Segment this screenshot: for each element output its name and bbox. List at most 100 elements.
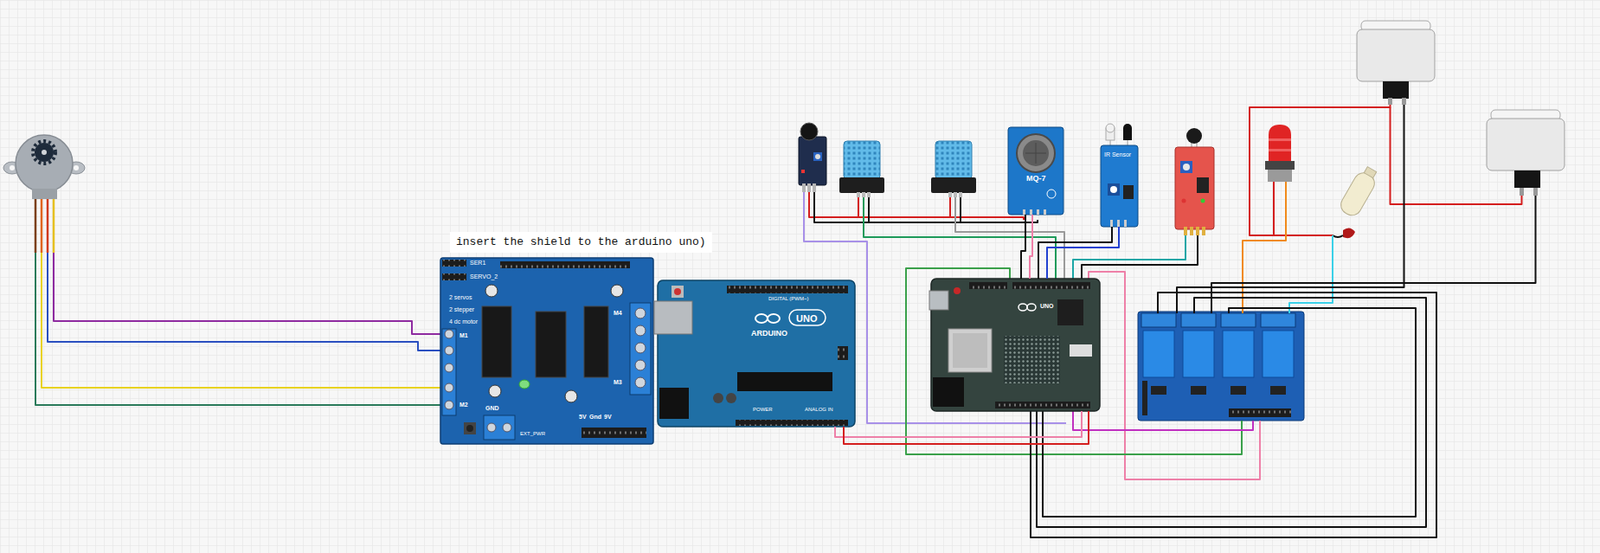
ir-sensor (1100, 145, 1138, 227)
ir-sensor: IR Sensor (1100, 122, 1138, 227)
motor-shield (502, 423, 512, 432)
water-pump (1332, 235, 1343, 238)
beacon-light (1268, 124, 1292, 161)
dht-sensor (839, 141, 885, 198)
relay-module (1150, 385, 1167, 395)
silkscreen-label: 9V (604, 413, 612, 421)
dht-sensor (958, 192, 963, 198)
silkscreen-label: SER1 (469, 259, 486, 267)
motor-shield (584, 306, 609, 378)
motor-shield (565, 390, 578, 403)
sound-sensor (798, 122, 827, 193)
arduino-uno-r4-board (953, 287, 961, 295)
relay-module (1143, 330, 1175, 378)
arduino-uno-board (735, 419, 849, 426)
wire (53, 252, 441, 335)
arduino-uno-board (755, 314, 768, 323)
motor-shield (444, 346, 454, 355)
mq7-gas-sensor (1022, 140, 1049, 167)
arduino-uno-r4-board (931, 278, 1100, 412)
wire (1211, 195, 1536, 314)
wire (1073, 411, 1254, 431)
dht-sensor (931, 141, 977, 198)
push-button (1382, 81, 1409, 99)
motor-shield (519, 379, 530, 389)
silkscreen-label: ANALOG IN (804, 406, 834, 413)
sound-sensor (807, 183, 811, 193)
relay-module (1262, 330, 1294, 378)
stepper-motor (15, 134, 73, 193)
flame-sensor (1182, 163, 1190, 171)
motor-shield (535, 311, 566, 378)
water-pump (1342, 227, 1356, 238)
silkscreen-label: DIGITAL (PWM~) (768, 295, 810, 303)
motor-shield (610, 284, 624, 297)
push-button (1356, 20, 1435, 105)
silkscreen-label: M4 (613, 309, 623, 317)
water-pump (1332, 164, 1382, 238)
silkscreen-label: UNO (1040, 302, 1054, 310)
silkscreen-label: 5V (578, 413, 587, 421)
relay-module (1137, 311, 1305, 421)
wire-connector (835, 411, 1082, 437)
flame-sensor (1186, 128, 1202, 144)
arduino-uno-board (737, 372, 833, 392)
flame-sensor (1175, 128, 1215, 236)
arduino-uno-board (674, 288, 682, 296)
motor-shield: SER1SERVO_22 servos2 stepper4 dc motorM1… (440, 257, 654, 444)
arduino-uno-board (726, 285, 849, 294)
relay-module (1228, 408, 1292, 418)
push-button (1486, 109, 1565, 196)
sound-sensor (815, 154, 821, 160)
beacon-light (1267, 169, 1292, 182)
arduino-uno-board (726, 392, 737, 404)
ir-sensor (1123, 123, 1132, 133)
ir-sensor (1117, 219, 1120, 227)
motor-shield (442, 273, 467, 281)
flame-sensor (1195, 226, 1200, 236)
dht-sensor (856, 192, 861, 198)
motor-shield (635, 359, 646, 371)
wire (857, 197, 860, 218)
arduino-uno-r4-board (1027, 303, 1036, 311)
arduino-uno-r4-board (1012, 282, 1091, 290)
wire-connector (1021, 214, 1026, 279)
wire (1390, 107, 1523, 205)
wire (959, 197, 962, 223)
sound-sensor (813, 152, 823, 161)
motor-shield (440, 257, 654, 444)
note-box: insert the shield to the arduino uno) (449, 231, 713, 253)
motor-shield (444, 363, 454, 373)
flame-sensor (1196, 177, 1209, 193)
motor-shield (444, 383, 454, 392)
motor-shield (444, 329, 454, 339)
sound-sensor (802, 183, 806, 193)
motor-shield (488, 385, 502, 398)
silkscreen-label: IR Sensor (1104, 151, 1131, 159)
stepper-motor (9, 165, 15, 171)
beacon-light (1268, 138, 1292, 142)
wire-connector (843, 411, 1089, 444)
ir-sensor (1110, 186, 1118, 193)
motor-shield (440, 257, 654, 444)
arduino-uno-board (789, 309, 826, 326)
wire (809, 192, 1024, 220)
relay-module (1182, 330, 1215, 378)
mq7-gas-sensor (1016, 134, 1055, 173)
push-button (1356, 29, 1435, 82)
wire (1088, 271, 1260, 480)
dht-sensor (948, 192, 952, 198)
dht-sensor (953, 192, 958, 198)
ir-sensor (1124, 219, 1127, 227)
push-button (1486, 118, 1565, 171)
arduino-uno-r4-board: UNO (931, 278, 1100, 412)
arduino-uno-board (837, 346, 849, 360)
mq7-gas-sensor (1029, 209, 1033, 215)
silkscreen-label: 4 dc motor (449, 318, 478, 326)
silkscreen-label: UNO (796, 313, 817, 325)
arduino-uno-r4-board (952, 333, 988, 368)
motor-shield (635, 325, 646, 336)
silkscreen-label: ARDUINO (751, 328, 788, 339)
wire (47, 252, 441, 351)
